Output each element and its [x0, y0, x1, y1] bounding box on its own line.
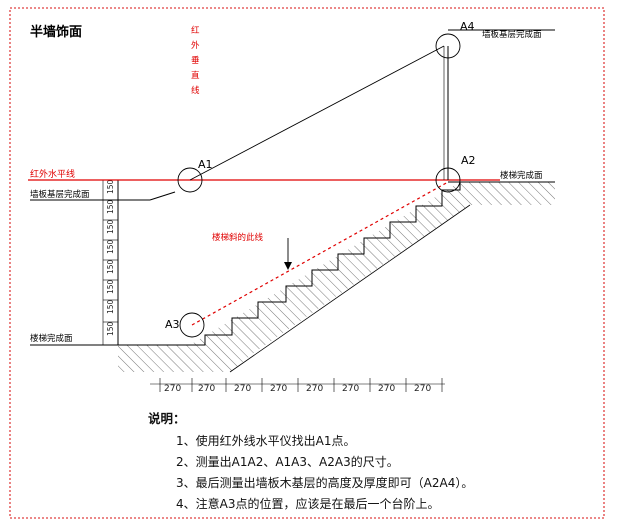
red-vertical-char-3: 垂: [191, 55, 200, 66]
dim-h-4: 270: [270, 384, 287, 394]
red-vertical-char-4: 直: [191, 70, 200, 81]
dim-h-6: 270: [342, 384, 359, 394]
notes-block: 说明： 1、使用红外线水平仪找出A1点。 2、测量出A1A2、A1A3、A2A3…: [148, 408, 588, 515]
ground-hatch: [118, 182, 555, 372]
note-item-4: 4、注意A3点的位置，应该是在最后一个台阶上。: [176, 497, 440, 511]
red-vertical-label: 红 外 垂 直 线: [191, 25, 200, 96]
diagram-title: 半墙饰面: [30, 24, 82, 40]
note-item-2: 2、测量出A1A2、A1A3、A2A3的尺寸。: [176, 455, 399, 469]
dim-v-4: 150: [106, 239, 115, 254]
dim-v-6: 150: [106, 279, 115, 294]
label-a2: A2: [461, 154, 476, 167]
red-vertical-char-5: 线: [191, 85, 200, 96]
dim-v-3: 150: [106, 219, 115, 234]
red-slope-line: [191, 181, 449, 326]
dim-h-2: 270: [198, 384, 215, 394]
dim-h-8: 270: [414, 384, 431, 394]
red-vertical-char-2: 外: [191, 40, 200, 51]
note-item-3: 3、最后测量出墙板木基层的高度及厚度即可（A2A4）。: [176, 476, 474, 490]
dim-v-1: 150: [106, 179, 115, 194]
label-a1: A1: [198, 158, 213, 171]
stair-steps: [190, 182, 461, 346]
dim-h-7: 270: [378, 384, 395, 394]
dim-row-labels: 270 270 270 270 270 270 270 270: [164, 384, 431, 394]
dim-h-5: 270: [306, 384, 323, 394]
notes-title: 说明：: [148, 411, 186, 426]
stair-underside-line: [229, 204, 471, 373]
wall-base-label: 墙板基层完成面: [30, 189, 90, 200]
dim-v-2: 150: [106, 199, 115, 214]
a1-circle: [177, 167, 203, 193]
dim-row-ticks: [159, 378, 443, 392]
dim-v-5: 150: [106, 259, 115, 274]
label-a3: A3: [165, 318, 180, 331]
wall-base-bend: [149, 191, 176, 201]
wall-top-slope: [189, 45, 445, 181]
red-horizontal-label: 红外水平线: [30, 168, 75, 180]
dim-v-8: 150: [106, 321, 115, 336]
slope-line-label: 楼梯斜的此线: [212, 232, 264, 243]
a2-circle: [435, 167, 461, 193]
note-item-1: 1、使用红外线水平仪找出A1点。: [176, 434, 356, 448]
wall-board-base-label: 墙板基层完成面: [482, 29, 542, 40]
stair-finish-right-label: 楼梯完成面: [500, 170, 543, 181]
dim-h-3: 270: [234, 384, 251, 394]
vertical-dim-labels: 150 150 150 150 150 150 150 150: [106, 179, 115, 336]
stair-finish-left-label: 楼梯完成面: [30, 333, 73, 344]
dim-h-1: 270: [164, 384, 181, 394]
a3-circle: [179, 312, 205, 338]
a4-circle: [435, 33, 461, 59]
label-a4: A4: [460, 20, 475, 33]
dotted-frame: [9, 7, 605, 519]
red-vertical-char-1: 红: [191, 25, 200, 36]
dim-v-7: 150: [106, 299, 115, 314]
slope-arrow-head: [284, 262, 292, 270]
